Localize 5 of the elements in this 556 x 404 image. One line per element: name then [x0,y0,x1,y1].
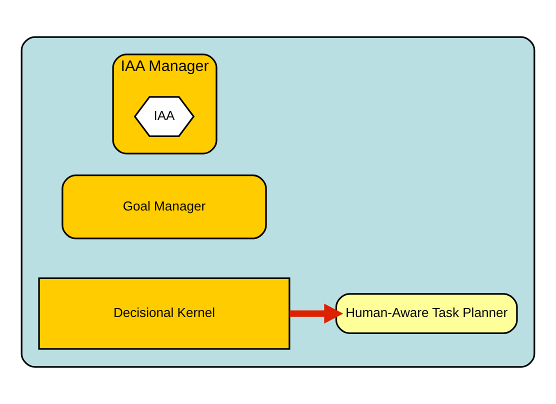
arrow [290,304,344,324]
node-box: Goal Manager [62,174,267,240]
node-box: Human-Aware Task Planner [335,293,518,334]
node-box: Decisional Kernel [38,277,290,350]
cluster [20,36,536,368]
